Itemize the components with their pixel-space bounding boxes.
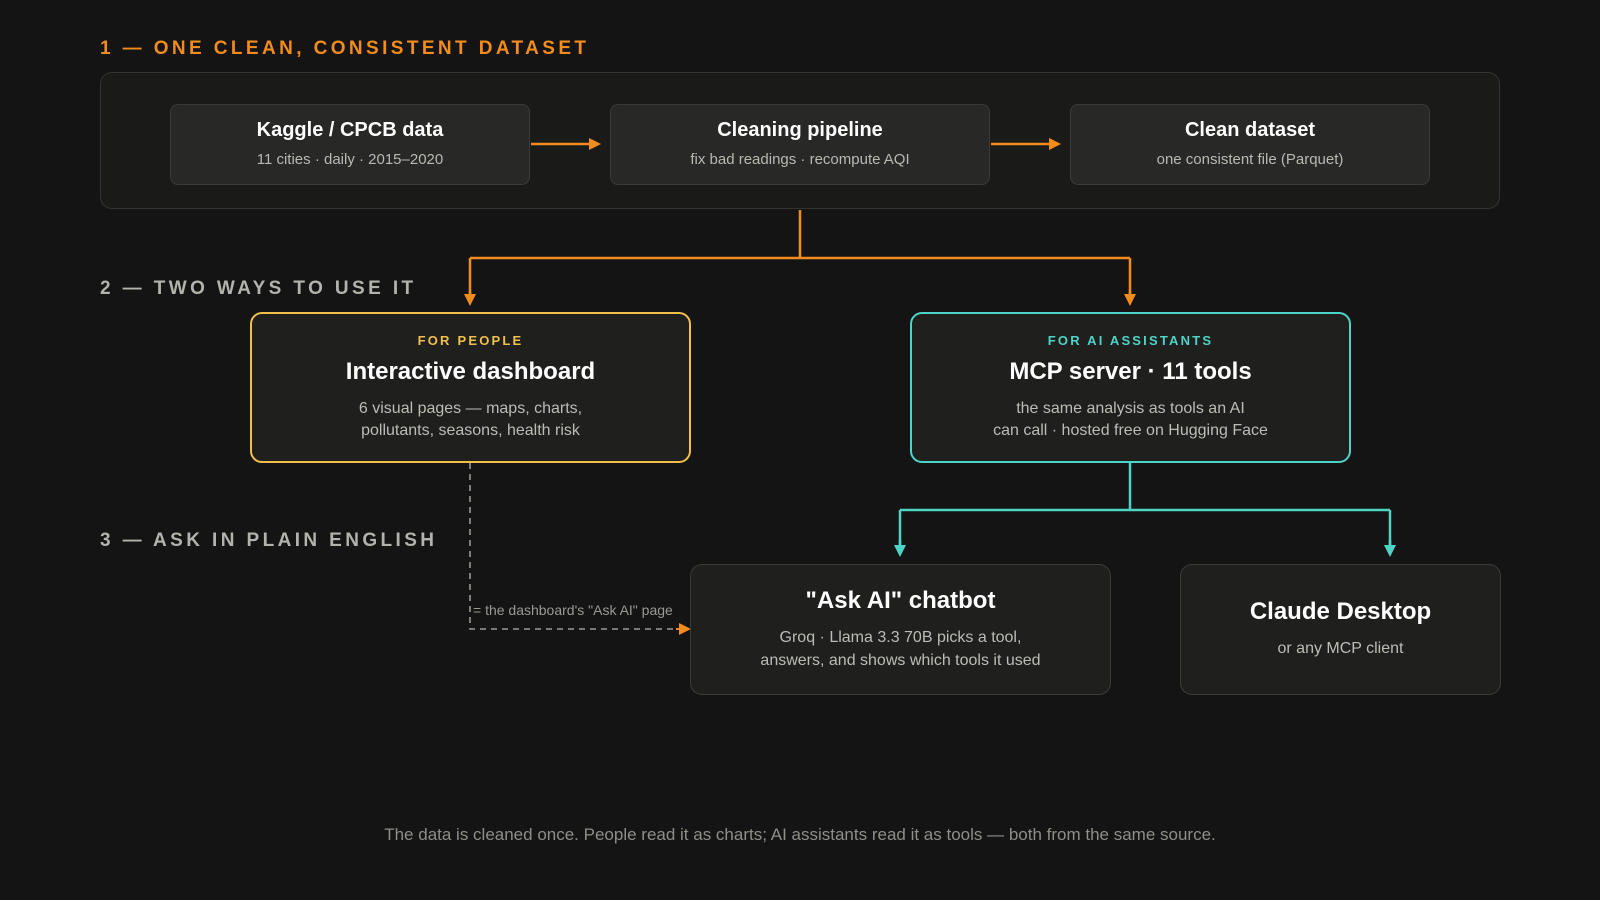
cleaning-pipeline-title: Cleaning pipeline: [717, 119, 883, 142]
dashboard-card: FOR PEOPLE Interactive dashboard 6 visua…: [250, 312, 691, 463]
dashboard-title: Interactive dashboard: [345, 357, 596, 385]
arrow-dataset-to-uses: [468, 210, 1132, 298]
claude-desktop-card: Claude Desktop or any MCP client: [1180, 564, 1501, 695]
cleaning-pipeline-sub: fix bad readings · recompute AQI: [690, 151, 910, 169]
cleaning-pipeline-box: Cleaning pipeline fix bad readings · rec…: [610, 104, 990, 185]
mcp-desc-line1: the same analysis as tools an AI: [1016, 399, 1245, 417]
footer-caption: The data is cleaned once. People read it…: [384, 825, 1216, 844]
dashboard-description: 6 visual pages — maps, charts, pollutant…: [359, 398, 582, 443]
dashboard-desc-line1: 6 visual pages — maps, charts,: [358, 399, 583, 417]
chatbot-desc-line2: answers, and shows which tools it used: [760, 651, 1041, 669]
chatbot-desc-line1: Groq · Llama 3.3 70B picks a tool,: [779, 629, 1022, 647]
clean-dataset-box: Clean dataset one consistent file (Parqu…: [1070, 104, 1430, 185]
clean-dataset-sub: one consistent file (Parquet): [1156, 151, 1344, 169]
source-data-box: Kaggle / CPCB data 11 cities · daily · 2…: [170, 104, 530, 185]
dashboard-eyebrow: FOR PEOPLE: [417, 332, 524, 348]
claude-desktop-title: Claude Desktop: [1249, 598, 1432, 626]
source-data-sub: 11 cities · daily · 2015–2020: [256, 151, 444, 169]
chatbot-card: "Ask AI" chatbot Groq · Llama 3.3 70B pi…: [690, 564, 1111, 695]
chatbot-title: "Ask AI" chatbot: [805, 587, 996, 615]
section-2-label: 2 — TWO WAYS TO USE IT: [100, 278, 417, 299]
section-1-label: 1 — ONE CLEAN, CONSISTENT DATASET: [100, 38, 590, 59]
source-data-title: Kaggle / CPCB data: [256, 119, 444, 142]
dashboard-desc-line2: pollutants, seasons, health risk: [361, 422, 580, 439]
mcp-description: the same analysis as tools an AI can cal…: [993, 398, 1268, 443]
mcp-server-card: FOR AI ASSISTANTS MCP server · 11 tools …: [910, 312, 1351, 463]
chatbot-description: Groq · Llama 3.3 70B picks a tool, answe…: [760, 627, 1040, 672]
dashed-link-dashboard-to-chatbot: [469, 463, 680, 630]
claude-desktop-sub: or any MCP client: [1277, 640, 1404, 658]
dashboard-ask-ai-note: = the dashboard's "Ask AI" page: [473, 602, 673, 618]
section-3-label: 3 — ASK IN PLAIN ENGLISH: [100, 530, 438, 551]
clean-dataset-title: Clean dataset: [1184, 119, 1316, 142]
mcp-title: MCP server · 11 tools: [1009, 357, 1252, 385]
mcp-eyebrow: FOR AI ASSISTANTS: [1047, 332, 1214, 348]
arrow-mcp-to-clients: [898, 463, 1392, 548]
mcp-desc-line2: can call · hosted free on Hugging Face: [993, 422, 1268, 439]
